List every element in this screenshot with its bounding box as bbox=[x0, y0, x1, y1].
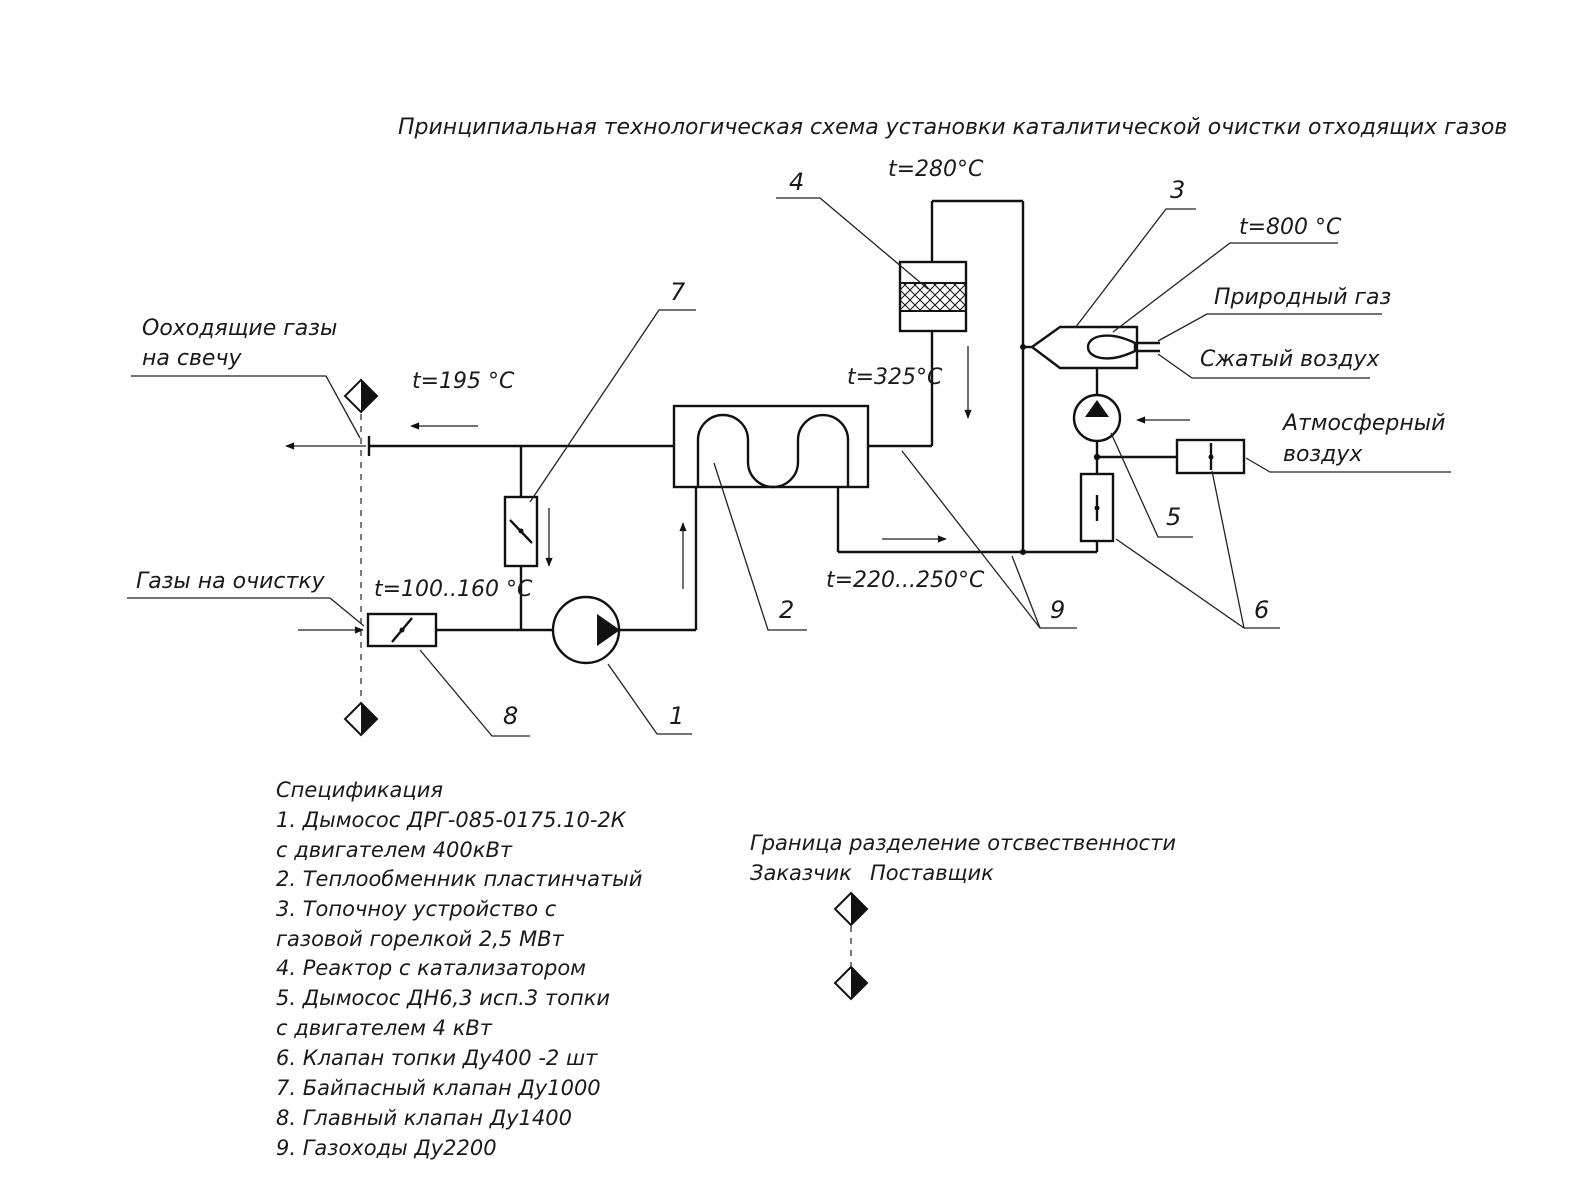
callout-8: 8 bbox=[503, 702, 518, 730]
pipelines bbox=[367, 199, 1177, 632]
label-exhaust-to-stack-1: Ооходящие газы bbox=[142, 316, 337, 341]
callout-numbers: 1 2 3 4 5 6 7 8 9 bbox=[503, 168, 1269, 730]
spec-line: с двигателем 4 кВт bbox=[276, 1016, 493, 1040]
legend-diamond-top bbox=[833, 891, 869, 927]
callout-5: 5 bbox=[1166, 503, 1181, 531]
label-atmospheric-air-2: воздух bbox=[1283, 442, 1363, 467]
legend-title: Граница разделение отсвественности bbox=[750, 831, 1176, 855]
smoke-exhauster-5 bbox=[1072, 393, 1122, 443]
temp-220-250: t=220...250°C bbox=[826, 568, 985, 593]
callout-7: 7 bbox=[670, 278, 686, 306]
leader-lines bbox=[127, 197, 1451, 737]
heat-exchanger-2 bbox=[672, 404, 870, 489]
specification-heading: Спецификация bbox=[276, 778, 443, 802]
furnace-valve-6-horizontal bbox=[1175, 438, 1246, 475]
furnace-valve-6-vertical bbox=[1079, 472, 1115, 543]
temperature-labels: t=195 °C t=280°C t=800 °C t=325°C t=100.… bbox=[374, 157, 1342, 602]
specification-list: Спецификация 1. Дымосос ДРГ-085-0175.10-… bbox=[276, 778, 642, 1160]
smoke-exhauster-1 bbox=[551, 595, 621, 665]
label-gas-to-cleaning: Газы на очистку bbox=[136, 569, 326, 594]
spec-line: с двигателем 400кВт bbox=[276, 838, 513, 862]
boundary-legend: Граница разделение отсвественности Заказ… bbox=[750, 831, 1176, 1001]
spec-line: 3. Топочноу устройство с bbox=[276, 897, 557, 921]
main-valve-8 bbox=[366, 612, 438, 648]
callout-2: 2 bbox=[779, 596, 794, 624]
temp-100-160: t=100..160 °C bbox=[374, 577, 533, 602]
label-exhaust-to-stack-2: на свечу bbox=[142, 346, 242, 371]
callout-9: 9 bbox=[1050, 596, 1065, 624]
boundary-diamond-top bbox=[343, 378, 379, 414]
stream-labels: Ооходящие газы на свечу Газы на очистку … bbox=[136, 285, 1445, 594]
label-natural-gas: Природный газ bbox=[1214, 285, 1391, 310]
flow-arrows bbox=[285, 346, 1190, 634]
label-atmospheric-air-1: Атмосферный bbox=[1281, 411, 1445, 436]
spec-line: 2. Теплообменник пластинчатый bbox=[276, 867, 642, 891]
spec-line: 5. Дымосос ДН6,3 исп.3 топки bbox=[276, 986, 610, 1010]
legend-supplier: Поставщик bbox=[870, 861, 994, 885]
spec-line: 6. Клапан топки Ду400 -2 шт bbox=[276, 1046, 598, 1070]
legend-customer: Заказчик bbox=[750, 861, 852, 885]
temp-325: t=325°C bbox=[847, 365, 943, 390]
spec-line: 1. Дымосос ДРГ-085-0175.10-2К bbox=[276, 808, 627, 832]
spec-line: газовой горелкой 2,5 МВт bbox=[276, 927, 564, 951]
callout-4: 4 bbox=[789, 168, 804, 196]
boundary-diamond-bottom bbox=[343, 701, 379, 737]
callout-3: 3 bbox=[1170, 176, 1185, 204]
callout-6: 6 bbox=[1254, 596, 1269, 624]
bypass-valve-7 bbox=[503, 495, 539, 568]
junction-dots bbox=[1020, 344, 1101, 555]
catalytic-reactor-4 bbox=[898, 260, 968, 333]
spec-line: 4. Реактор с катализатором bbox=[276, 956, 586, 980]
temp-800: t=800 °C bbox=[1239, 215, 1342, 240]
spec-line: 7. Байпасный клапан Ду1000 bbox=[276, 1076, 601, 1100]
spec-line: 9. Газоходы Ду2200 bbox=[276, 1136, 497, 1160]
legend-diamond-bottom bbox=[833, 965, 869, 1001]
label-compressed-air: Сжатый воздух bbox=[1200, 347, 1380, 372]
spec-line: 8. Главный клапан Ду1400 bbox=[276, 1106, 572, 1130]
diagram-title: Принципиальная технологическая схема уст… bbox=[398, 115, 1507, 140]
callout-1: 1 bbox=[669, 702, 684, 730]
responsibility-boundary-main bbox=[343, 378, 379, 737]
temp-280: t=280°C bbox=[888, 157, 984, 182]
temp-195: t=195 °C bbox=[412, 369, 515, 394]
furnace-burner-3 bbox=[1029, 325, 1139, 370]
